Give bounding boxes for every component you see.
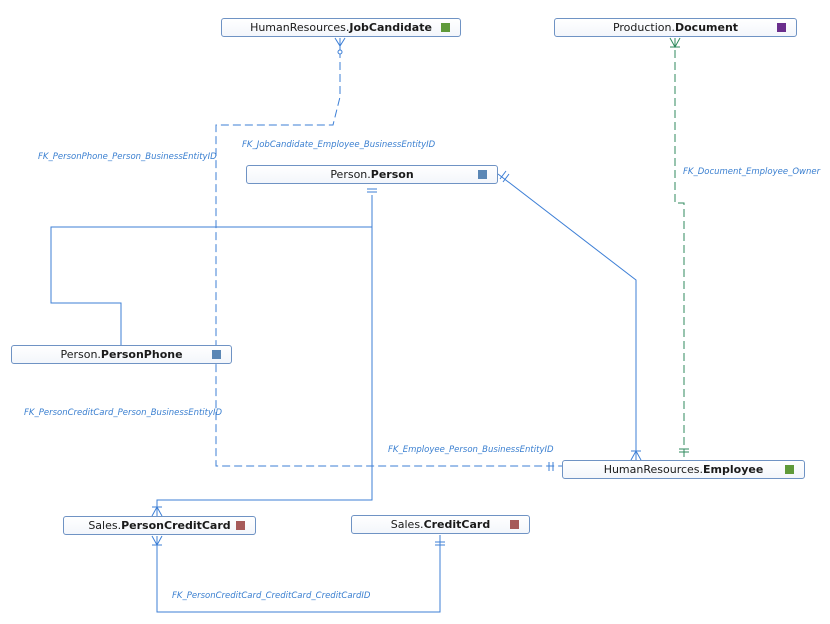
entity-schema: Sales.: [88, 519, 122, 532]
entity-schema: HumanResources.: [250, 21, 350, 34]
entity-personcreditcard[interactable]: Sales.PersonCreditCard: [63, 516, 256, 535]
entity-schema: Person.: [60, 348, 101, 361]
one-marker: [435, 541, 445, 546]
crowfoot-marker: [151, 535, 163, 547]
entity-color-swatch: [785, 465, 794, 474]
entity-table-name: Employee: [703, 463, 764, 476]
entity-color-swatch: [236, 521, 245, 530]
entity-jobcandidate[interactable]: HumanResources.JobCandidate: [221, 18, 461, 37]
crowfoot-marker: [334, 37, 346, 55]
entity-person[interactable]: Person.Person: [246, 165, 498, 184]
entity-table-name: JobCandidate: [349, 21, 432, 34]
rel-label-employee-person: FK_Employee_Person_BusinessEntityID: [388, 445, 554, 455]
entity-schema: Production.: [612, 21, 675, 34]
crowfoot-marker: [151, 505, 163, 517]
entity-schema: Sales.: [390, 518, 424, 531]
rel-line-document-employee[interactable]: [674, 38, 685, 460]
rel-label-document-employee: FK_Document_Employee_Owner: [683, 167, 821, 177]
one-marker: [679, 448, 689, 453]
rel-line-creditcard-creditcard[interactable]: [156, 535, 441, 613]
entity-color-swatch: [777, 23, 786, 32]
crowfoot-marker: [669, 37, 681, 49]
rel-line-phone-person[interactable]: [50, 195, 373, 345]
entity-color-swatch: [441, 23, 450, 32]
entity-table-name: Document: [674, 21, 739, 34]
entity-color-swatch: [212, 350, 221, 359]
entity-table-name: Person: [370, 168, 414, 181]
one-marker: [367, 188, 377, 193]
one-marker: [548, 462, 554, 471]
crowfoot-marker: [630, 449, 642, 461]
entity-schema: Person.: [330, 168, 371, 181]
rel-line-employee-person[interactable]: [497, 173, 637, 460]
entity-color-swatch: [478, 170, 487, 179]
entity-creditcard[interactable]: Sales.CreditCard: [351, 515, 530, 534]
entity-color-swatch: [510, 520, 519, 529]
rel-label-phone-person: FK_PersonPhone_Person_BusinessEntityID: [38, 152, 217, 162]
rel-label-creditcard-person: FK_PersonCreditCard_Person_BusinessEntit…: [24, 408, 223, 418]
rel-line-candidate-employee[interactable]: [215, 38, 562, 467]
rel-label-candidate-employee: FK_JobCandidate_Employee_BusinessEntityI…: [242, 140, 436, 150]
entity-document[interactable]: Production.Document: [554, 18, 797, 37]
one-marker: [499, 170, 510, 183]
entity-schema: HumanResources.: [603, 463, 704, 476]
rel-label-creditcard-creditcard: FK_PersonCreditCard_CreditCard_CreditCar…: [172, 591, 371, 601]
rel-line-creditcard-person[interactable]: [156, 227, 373, 516]
entity-employee[interactable]: HumanResources.Employee: [562, 460, 805, 479]
entity-personphone[interactable]: Person.PersonPhone: [11, 345, 232, 364]
entity-table-name: PersonCreditCard: [121, 519, 231, 532]
entity-table-name: CreditCard: [423, 518, 491, 531]
entity-table-name: PersonPhone: [100, 348, 183, 361]
